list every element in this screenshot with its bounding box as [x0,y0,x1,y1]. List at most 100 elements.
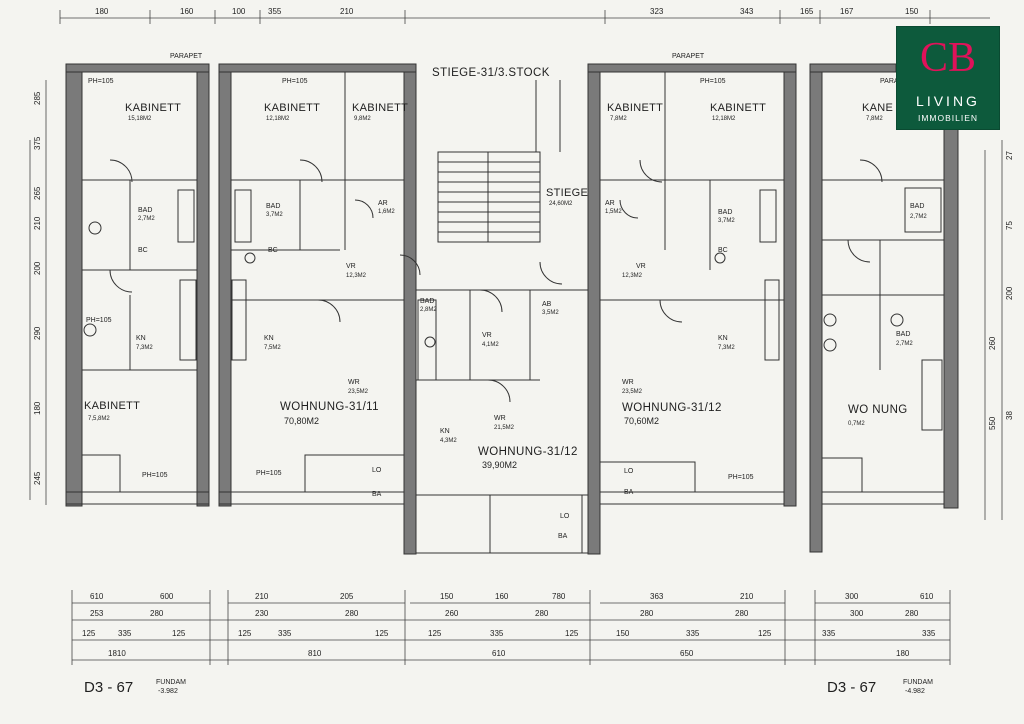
room-ar-1: AR [378,200,388,207]
dim-top-2: 160 [180,7,194,16]
dim-right-4: 38 [1005,411,1014,420]
exterior-walls [65,63,959,555]
fixtures [83,187,943,431]
dim-b3-1: 125 [82,629,96,638]
reference-right-sub2: -4.982 [905,688,925,695]
room-kabinett-c-area: 9,8M2 [354,116,371,122]
dim-b1-8: 363 [650,592,664,601]
room-kabinett-e-area: 12,18M2 [712,116,736,122]
room-stiege: STIEGE [546,187,588,199]
dim-b3-14: 335 [922,629,936,638]
room-kn-4-area: 4,3M2 [440,438,457,444]
dim-b2-4: 280 [345,609,359,618]
room-vr-3-area: 12,3M2 [622,273,643,279]
room-bad-4-area: 2,7M2 [910,214,927,220]
unit-area-31-12a: 39,90M2 [482,460,517,470]
brand-logo: CB LIVING IMMOBILIEN [896,26,1000,130]
reference-right: D3 - 67 [827,679,876,696]
dim-b3-9: 125 [565,629,579,638]
room-lo-1: LO [372,467,382,474]
door-swings [109,159,883,403]
room-bad-4: BAD [910,203,924,210]
dim-b2-1: 253 [90,609,104,618]
unit-area-right: 0,7M2 [848,421,865,427]
room-wc-3: BC [718,247,728,254]
room-kabinett-a-area: 15,18M2 [128,116,152,122]
loggias [81,454,863,493]
reference-left: D3 - 67 [84,679,133,696]
unit-label-right: WO NUNG [848,404,908,416]
dim-b1-9: 210 [740,592,754,601]
dim-b3-5: 335 [278,629,292,638]
room-kabinett-d: KABINETT [607,102,663,114]
parapet-label-1: PARAPET [170,53,203,60]
dim-b2-7: 280 [640,609,654,618]
dim-b3-4: 125 [238,629,252,638]
room-wr-1: WR [348,379,360,386]
dim-top-3: 100 [232,7,246,16]
room-ba-1: BA [372,491,382,498]
room-vr-2-area: 4,1M2 [482,342,499,348]
dim-left-8: 245 [33,471,42,485]
room-ar-3: AB [542,301,552,308]
dim-b3-12: 125 [758,629,772,638]
dim-b1-6: 160 [495,592,509,601]
ph-label-7: PH=105 [86,317,112,324]
dim-left-1: 285 [33,91,42,105]
dim-right-1: 27 [1005,151,1014,160]
dim-top-10: 150 [905,7,919,16]
room-bad-5-area: 2,7M2 [896,341,913,347]
ph-label-3: PH=105 [700,78,726,85]
dim-b3-7: 125 [428,629,442,638]
room-ar-3-area: 3,5M2 [542,310,559,316]
dim-b4-4: 650 [680,649,694,658]
interior-partitions [82,72,944,381]
room-ar-2-area: 1,5M2 [605,209,622,215]
dim-b3-6: 125 [375,629,389,638]
room-labels: KABINETT 15,18M2 KABINETT 12,18M2 KABINE… [84,53,927,540]
room-vr-2: VR [482,332,492,339]
room-wr-3: WR [622,379,634,386]
ph-label-5: PH=105 [256,470,282,477]
dim-top-1: 180 [95,7,109,16]
room-ar-1-area: 1,6M2 [378,209,395,215]
unit-label-31-12a: WOHNUNG-31/12 [478,446,578,458]
dim-b1-10: 300 [845,592,859,601]
room-kabinett-c: KABINETT [352,102,408,114]
dim-b3-3: 125 [172,629,186,638]
room-kabinett-d-area: 7,8M2 [610,116,627,122]
dim-left-4: 210 [33,216,42,230]
room-bad-6: BAD [420,298,434,305]
plan-references: D3 - 67 FUNDAM -3.982 D3 - 67 FUNDAM -4.… [84,679,933,696]
room-wr-2: WR [494,415,506,422]
reference-right-sub: FUNDAM [903,679,933,686]
reference-left-sub2: -3.982 [158,688,178,695]
dim-b2-2: 280 [150,609,164,618]
dim-top-6: 323 [650,7,664,16]
room-bad-5: BAD [896,331,910,338]
room-ar-2: AR [605,200,615,207]
room-kn-1-area: 7,3M2 [136,345,153,351]
dim-b2-8: 280 [735,609,749,618]
dim-top-5: 210 [340,7,354,16]
room-wc-2: BC [268,247,278,254]
room-kabinett-g: KABINETT [84,400,140,412]
dim-b4-5: 180 [896,649,910,658]
room-bad-3: BAD [718,209,732,216]
room-kn-2-area: 7,5M2 [264,345,281,351]
dim-b1-11: 610 [920,592,934,601]
room-ba-2: BA [624,489,634,496]
unit-area-31-11: 70,80M2 [284,416,319,426]
logo-line-1: LIVING [916,93,980,109]
room-vr-1-area: 12,3M2 [346,273,367,279]
room-kn-1: KN [136,335,146,342]
dim-b2-6: 280 [535,609,549,618]
right-dimension-strip: 27 75 200 38 260 550 [984,140,1014,520]
dim-left-6: 290 [33,326,42,340]
reference-left-sub: FUNDAM [156,679,186,686]
dim-left-2: 375 [33,136,42,150]
dim-right-6: 550 [988,416,997,430]
room-bad-3-area: 3,7M2 [718,218,735,224]
room-kabinett-b: KABINETT [264,102,320,114]
